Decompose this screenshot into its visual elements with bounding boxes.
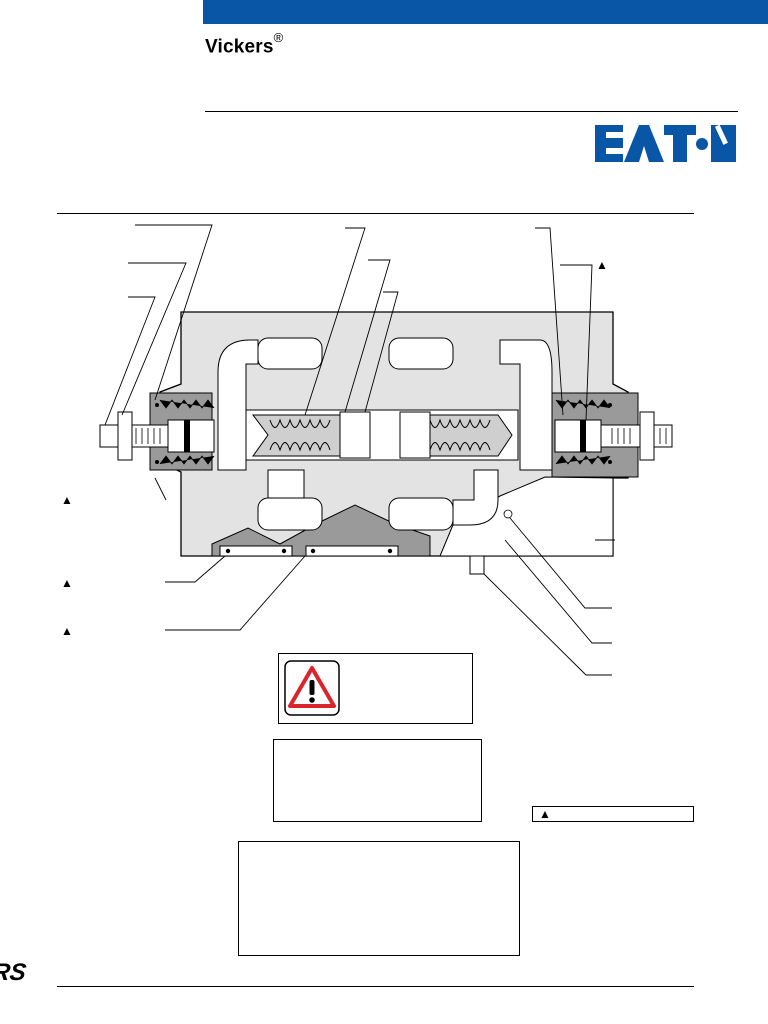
brand-title: Vickers® bbox=[205, 30, 284, 58]
left-threads bbox=[135, 399, 215, 465]
left-spring bbox=[269, 418, 331, 452]
legend-triangle-marker: ▲ bbox=[539, 807, 551, 821]
right-spring-retainer bbox=[399, 411, 431, 459]
right-adjusting-screw bbox=[599, 424, 673, 448]
header-color-bar bbox=[203, 0, 768, 24]
bottom-plate-right bbox=[305, 545, 399, 557]
brand-name: Vickers bbox=[205, 36, 274, 58]
legend-box: ▲ bbox=[532, 806, 694, 822]
registered-mark: ® bbox=[273, 30, 284, 45]
left-screw-body bbox=[167, 419, 215, 453]
upper-left-port bbox=[257, 337, 323, 370]
info-box bbox=[238, 841, 520, 956]
warning-triangle-icon bbox=[284, 660, 340, 716]
right-connector bbox=[452, 469, 499, 526]
left-adjusting-screw bbox=[99, 424, 169, 448]
left-lock-nut bbox=[117, 411, 133, 461]
header-rule bbox=[205, 111, 738, 112]
left-passage bbox=[217, 339, 259, 471]
locating-pin bbox=[503, 509, 513, 519]
left-connector bbox=[267, 469, 305, 499]
right-threads bbox=[555, 399, 667, 465]
warning-box bbox=[278, 653, 473, 724]
triangle-marker-4: ▲ bbox=[61, 624, 73, 638]
bottom-plate-left bbox=[219, 545, 293, 557]
right-seal bbox=[580, 420, 586, 452]
note-box bbox=[273, 739, 482, 822]
lower-left-port bbox=[257, 497, 323, 531]
left-spring-retainer bbox=[339, 411, 371, 459]
right-spring bbox=[429, 418, 491, 452]
lower-right-port bbox=[388, 497, 454, 531]
triangle-marker-2: ▲ bbox=[61, 493, 73, 507]
bottom-pin bbox=[469, 555, 485, 575]
upper-right-port bbox=[388, 337, 454, 370]
footer-rule bbox=[57, 986, 694, 987]
left-seal bbox=[184, 420, 190, 452]
triangle-marker-1: ▲ bbox=[596, 258, 608, 272]
leader-lines bbox=[104, 224, 615, 676]
triangle-marker-3: ▲ bbox=[61, 576, 73, 590]
right-passage bbox=[499, 339, 553, 471]
section-rule bbox=[57, 213, 694, 214]
right-lock-nut bbox=[639, 411, 655, 461]
right-screw-body bbox=[554, 419, 602, 453]
